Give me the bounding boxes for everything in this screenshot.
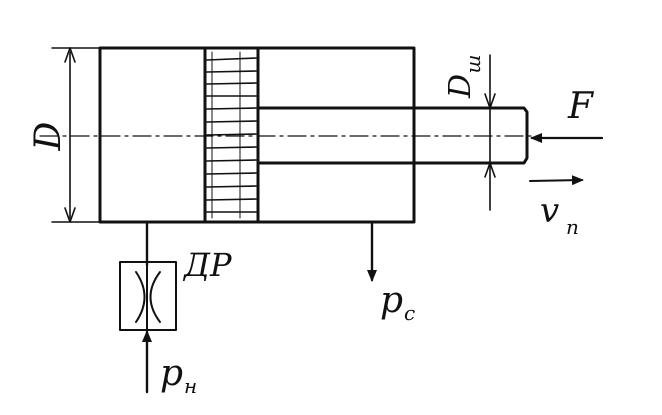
throttle-symbol bbox=[135, 271, 161, 323]
diameter-dimension bbox=[51, 47, 101, 223]
drain-pressure-subscript: с bbox=[404, 301, 415, 325]
drain-pressure-label: p bbox=[380, 280, 403, 321]
rod-diameter-label-group: D ш bbox=[443, 55, 485, 100]
piston-rod bbox=[256, 106, 529, 165]
force-label: F bbox=[567, 86, 595, 127]
velocity-arrow bbox=[529, 175, 584, 186]
velocity-label: v bbox=[540, 191, 559, 231]
diameter-label: D bbox=[28, 121, 69, 151]
velocity-subscript: п bbox=[566, 215, 579, 239]
throttle-label: ДР bbox=[182, 246, 232, 284]
rod-diameter-label: D bbox=[443, 74, 478, 99]
rod-diameter-dimension bbox=[484, 54, 496, 211]
piston bbox=[203, 46, 260, 224]
supply-pressure-subscript: н bbox=[184, 374, 197, 398]
supply-pressure-label: p bbox=[160, 353, 183, 394]
rod-diameter-subscript: ш bbox=[461, 55, 485, 74]
